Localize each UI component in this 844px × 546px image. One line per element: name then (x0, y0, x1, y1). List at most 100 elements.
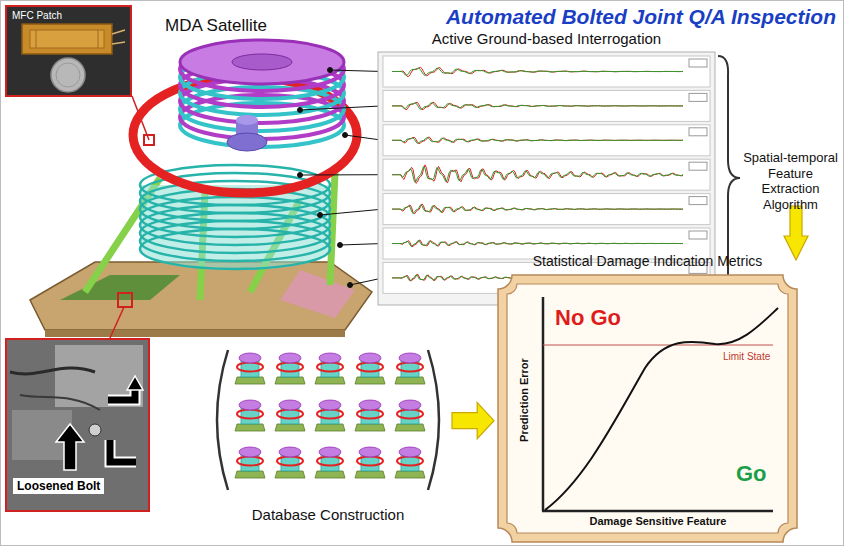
database-matrix-art (275, 400, 305, 431)
signal-waveform (392, 68, 683, 75)
satellite-model (232, 54, 292, 70)
sensor-leader (300, 174, 383, 175)
signal-waveform (392, 205, 683, 214)
sensor-leader (330, 70, 383, 72)
signal-waveform (392, 240, 683, 247)
plot-legend-box (689, 197, 707, 205)
satellite-model (140, 185, 330, 270)
satellite-model (60, 275, 180, 300)
sensor-leader (298, 108, 303, 113)
mfc-photo (112, 30, 125, 34)
bolt-photo (5, 338, 150, 512)
bolt-photo (110, 440, 136, 462)
inset-caption: Loosened Bolt (13, 478, 104, 494)
process-note: Spatial-temporal Feature Extraction Algo… (741, 150, 840, 212)
satellite-model (30, 40, 372, 337)
database-matrix-art (275, 353, 305, 384)
signal-waveform (392, 138, 683, 144)
database-matrix-art (428, 350, 439, 490)
plot-legend-box (689, 231, 707, 239)
database-matrix-art (355, 447, 385, 478)
database-matrix-art (395, 447, 425, 478)
satellite-model (236, 115, 258, 125)
signal-plots (383, 90, 710, 121)
mfc-photo (22, 24, 112, 54)
metric-chart (498, 275, 797, 542)
bolt-photo (10, 368, 95, 374)
satellite-model (118, 293, 132, 307)
signal-waveform (392, 165, 683, 184)
plot-legend-box (689, 128, 707, 136)
metric-chart (542, 297, 545, 511)
panel-heading: Active Ground-based Interrogation (432, 30, 661, 48)
matrix-caption: Database Construction (252, 506, 405, 524)
zone-label: Go (736, 461, 767, 487)
signal-waveform (392, 103, 683, 109)
bolt-photo (5, 338, 150, 512)
signal-waveform (392, 167, 683, 182)
bolt-photo (110, 440, 136, 462)
signal-waveform (392, 67, 683, 76)
chart-heading: Statistical Damage Indication Metrics (533, 253, 763, 270)
signal-plots (383, 159, 710, 190)
mfc-photo (112, 42, 125, 44)
photo-inset: Loosened Bolt (5, 338, 150, 512)
sensor-leader (340, 244, 383, 246)
sensor-leader (338, 243, 343, 248)
mfc-photo (56, 63, 80, 87)
limit-label: Limit State (723, 351, 770, 363)
signal-plots (383, 56, 710, 87)
sensor-leader (320, 209, 383, 215)
database-matrix-art (355, 400, 385, 431)
metric-chart (545, 308, 778, 510)
database-matrix: Database Construction (208, 340, 448, 532)
inset-leader (110, 307, 124, 338)
sensor-leader (298, 173, 303, 178)
database-matrix-art (315, 353, 345, 384)
mfc-photo (51, 58, 85, 92)
sensor-leader (300, 106, 383, 110)
diagram-title: Automated Bolted Joint Q/A Inspection (446, 4, 836, 29)
mfc-photo (98, 30, 99, 48)
bolt-photo (89, 424, 101, 436)
sensor-leader (298, 68, 384, 288)
database-matrix-art (315, 400, 345, 431)
satellite-model (140, 197, 330, 237)
mfc-photo (5, 5, 132, 97)
satellite-model (45, 330, 345, 337)
sensor-leader (343, 133, 348, 138)
metric-chart (542, 510, 773, 513)
signal-waveform (392, 240, 683, 246)
part-name: MDA Satellite (165, 16, 267, 36)
signal-waveform (392, 102, 683, 109)
photo-inset: MFC Patch (5, 5, 132, 97)
sensor-leader (328, 68, 333, 73)
bolt-photo (56, 424, 84, 470)
metric-chart (498, 275, 797, 542)
signal-plots (383, 194, 710, 225)
database-matrix-art (355, 353, 385, 384)
axis-title: Damage Sensitive Feature (590, 515, 727, 528)
plot-legend-box (689, 93, 707, 101)
database-matrix-art (235, 400, 265, 431)
flow-arrow (784, 206, 808, 260)
database-matrix-art (217, 350, 439, 490)
satellite-model (140, 205, 330, 245)
database-matrix-art (395, 400, 425, 431)
mfc-photo (30, 30, 104, 48)
signal-waveform (392, 204, 683, 214)
satellite-model (180, 40, 344, 84)
sensor-leader (318, 213, 323, 218)
satellite-model (330, 172, 335, 285)
signal-waveform (392, 137, 683, 143)
zone-label: No Go (555, 305, 621, 331)
satellite-model (140, 221, 330, 261)
satellite-model (227, 133, 267, 151)
satellite-model (140, 213, 330, 253)
signal-plots (383, 125, 710, 156)
